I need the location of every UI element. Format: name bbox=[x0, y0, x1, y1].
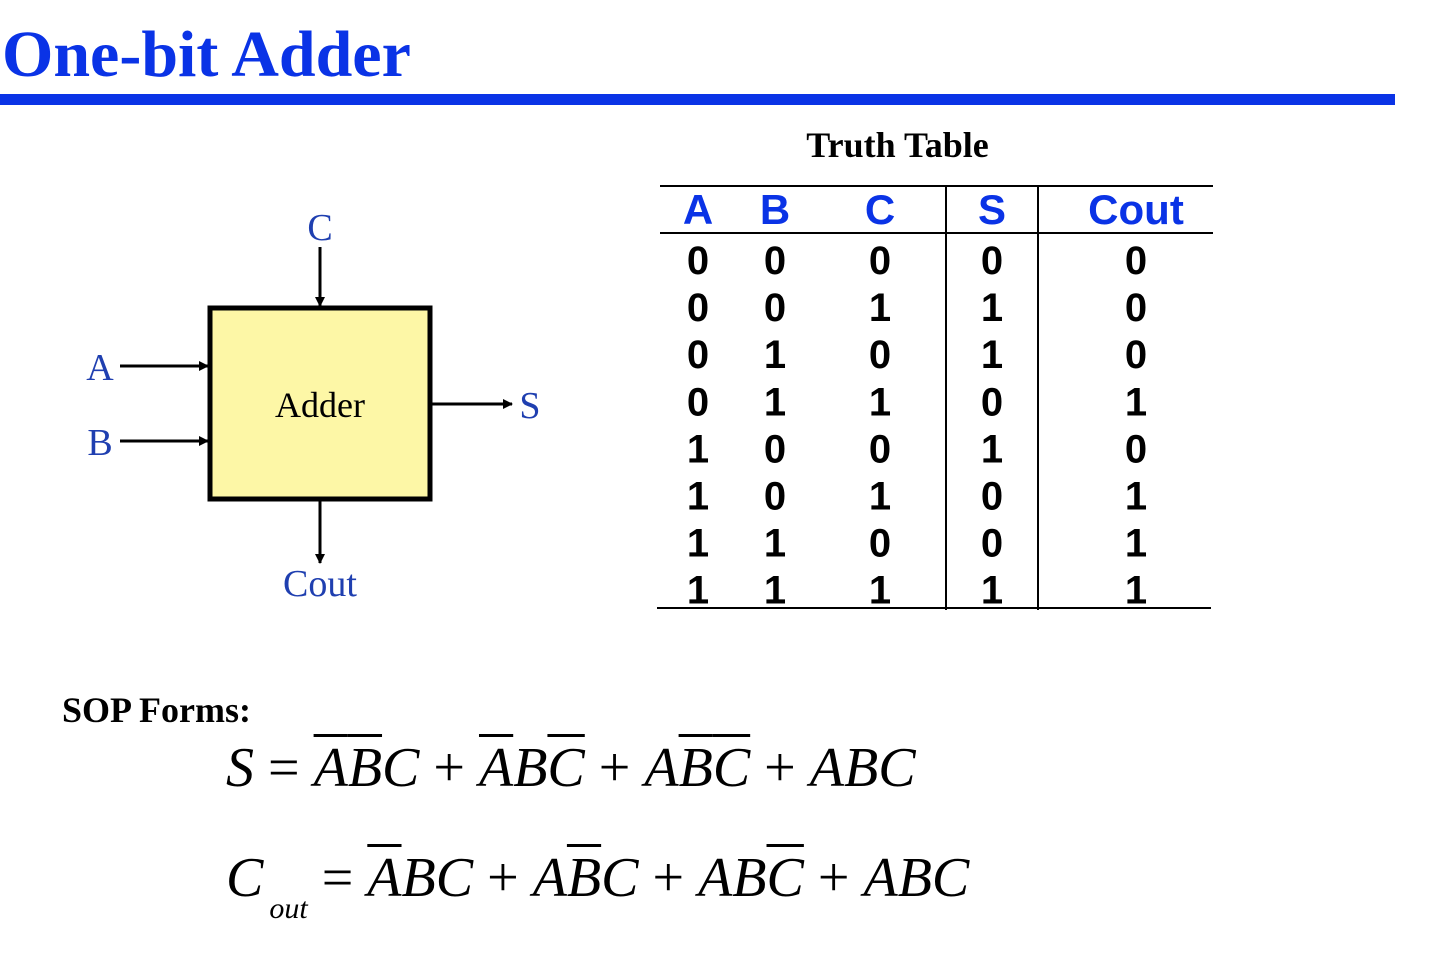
table-cell: 0 bbox=[764, 427, 786, 471]
equation-variable: A bbox=[809, 737, 844, 799]
table-cell: 0 bbox=[764, 286, 786, 330]
table-cell: 1 bbox=[869, 475, 891, 519]
table-cell: 1 bbox=[869, 286, 891, 330]
equation-variable: A bbox=[478, 737, 514, 799]
output-cout-label: Cout bbox=[283, 563, 357, 605]
table-cell: 0 bbox=[869, 239, 891, 283]
input-b-label: B bbox=[87, 422, 112, 464]
title-underline bbox=[0, 94, 1395, 105]
equation-variable: A bbox=[367, 847, 402, 909]
table-cell: 0 bbox=[1125, 239, 1147, 283]
equation-variable: B bbox=[678, 737, 713, 799]
table-cell: 1 bbox=[1125, 569, 1147, 613]
table-cell: 1 bbox=[981, 427, 1003, 471]
table-cell: 0 bbox=[869, 427, 891, 471]
equation-operator: = bbox=[321, 847, 354, 909]
input-a-label: A bbox=[86, 347, 114, 389]
equation-operator: + bbox=[487, 847, 519, 909]
equation-variable: A bbox=[698, 847, 733, 909]
table-cell: 0 bbox=[687, 333, 709, 377]
equation-variable: A bbox=[863, 847, 898, 909]
table-cell: 0 bbox=[981, 239, 1003, 283]
equation-operator: + bbox=[652, 847, 685, 909]
equation-variable: B bbox=[513, 737, 548, 799]
table-cell: 1 bbox=[764, 380, 786, 424]
adder-block-diagram: Adder C A B S Cout bbox=[86, 207, 540, 605]
table-cell: 1 bbox=[1125, 475, 1147, 519]
table-cell: 1 bbox=[869, 380, 891, 424]
table-cell: 1 bbox=[981, 569, 1003, 613]
equation-operator: + bbox=[598, 737, 631, 799]
table-cell: 1 bbox=[687, 569, 709, 613]
sop-forms-label: SOP Forms: bbox=[62, 690, 251, 730]
equation-variable: C bbox=[435, 847, 474, 909]
table-cell: 1 bbox=[764, 333, 786, 377]
equation-variable: B bbox=[897, 847, 932, 909]
header-b: B bbox=[760, 186, 790, 233]
header-a: A bbox=[683, 186, 713, 233]
table-cell: 1 bbox=[687, 427, 709, 471]
equation-variable: B bbox=[566, 847, 602, 909]
table-cell: 1 bbox=[764, 522, 786, 566]
table-cell: 1 bbox=[981, 333, 1003, 377]
header-c: C bbox=[865, 186, 895, 233]
equation-variable: B bbox=[843, 737, 879, 799]
equation-variable: C bbox=[931, 847, 970, 909]
table-cell: 0 bbox=[687, 239, 709, 283]
table-cell: 1 bbox=[869, 569, 891, 613]
sum-equation: S=ABC+ABC+ABC+ABC bbox=[226, 736, 916, 800]
equation-variable: B bbox=[401, 847, 436, 909]
equation-variable: C bbox=[547, 737, 585, 799]
equation-variable: S bbox=[226, 737, 254, 799]
equation-variable: A bbox=[644, 737, 679, 799]
equation-variable: C bbox=[766, 847, 804, 909]
table-cell: 0 bbox=[764, 475, 786, 519]
truth-table-caption: Truth Table bbox=[806, 125, 989, 165]
table-cell: 0 bbox=[1125, 427, 1147, 471]
table-cell: 0 bbox=[687, 286, 709, 330]
equation-variable: A bbox=[532, 847, 567, 909]
header-cout: Cout bbox=[1088, 186, 1184, 233]
equation-subscript: out bbox=[269, 892, 308, 925]
adder-label: Adder bbox=[275, 385, 365, 425]
table-cell: 1 bbox=[1125, 522, 1147, 566]
equation-operator: + bbox=[817, 847, 850, 909]
table-cell: 0 bbox=[687, 380, 709, 424]
table-cell: 0 bbox=[981, 522, 1003, 566]
equation-variable: B bbox=[347, 737, 383, 799]
equation-operator: = bbox=[268, 737, 300, 799]
output-s-label: S bbox=[519, 385, 540, 427]
equation-variable: C bbox=[878, 737, 916, 799]
equation-operator: + bbox=[764, 737, 796, 799]
equation-variable: B bbox=[732, 847, 767, 909]
adder-block bbox=[207, 305, 433, 502]
table-cell: 0 bbox=[1125, 286, 1147, 330]
table-cell: 1 bbox=[981, 286, 1003, 330]
table-cell: 1 bbox=[764, 569, 786, 613]
equation-operator: + bbox=[433, 737, 465, 799]
header-s: S bbox=[978, 186, 1006, 233]
table-cell: 1 bbox=[687, 522, 709, 566]
equation-variable: A bbox=[313, 737, 348, 799]
equation-variable: C bbox=[712, 737, 751, 799]
table-cell: 0 bbox=[869, 522, 891, 566]
table-cell: 0 bbox=[869, 333, 891, 377]
table-cell: 0 bbox=[1125, 333, 1147, 377]
table-cell: 0 bbox=[981, 380, 1003, 424]
page-title: One-bit Adder bbox=[2, 18, 411, 91]
table-cell: 1 bbox=[1125, 380, 1147, 424]
table-cell: 0 bbox=[981, 475, 1003, 519]
table-cell: 0 bbox=[764, 239, 786, 283]
equation-variable: C bbox=[226, 847, 264, 909]
table-cell: 1 bbox=[687, 475, 709, 519]
equation-variable: C bbox=[382, 737, 420, 799]
equation-variable: C bbox=[601, 847, 639, 909]
input-c-label: C bbox=[307, 207, 332, 249]
